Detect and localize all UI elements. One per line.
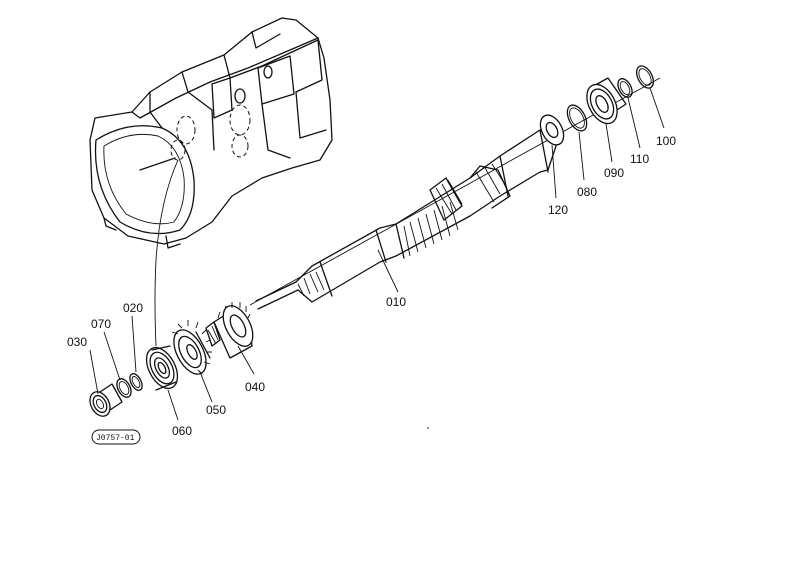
drawing-code-text: J0757-01 (96, 434, 135, 443)
label-060: 060 (172, 424, 192, 438)
transmission-housing (89, 17, 333, 249)
label-030: 030 (67, 335, 87, 349)
snap-ring-070 (116, 378, 132, 398)
oil-seal-030 (89, 383, 123, 417)
label-110: 110 (630, 152, 649, 166)
snap-ring-080 (566, 104, 588, 132)
label-080: 080 (577, 185, 597, 199)
label-100: 100 (656, 134, 676, 148)
ring-020 (129, 373, 143, 391)
label-020: 020 (123, 301, 143, 315)
housing-leader-line (154, 159, 179, 347)
label-090: 090 (604, 166, 624, 180)
collar-120 (539, 114, 565, 146)
drawing-code-tag: J0757-01 (91, 429, 141, 445)
label-040: 040 (245, 380, 265, 394)
part-labels: 010 020 030 040 050 060 070 080 090 100 … (67, 134, 676, 438)
gear-050 (171, 320, 212, 375)
label-010: 010 (386, 295, 406, 309)
bearing-060 (145, 345, 179, 391)
ring-100 (635, 65, 655, 89)
gear-040 (205, 302, 254, 359)
bearing-090 (586, 77, 627, 125)
leader-lines (89, 87, 665, 421)
label-120: 120 (548, 203, 568, 217)
ring-110 (617, 78, 633, 98)
main-shaft (249, 77, 661, 310)
label-050: 050 (206, 403, 226, 417)
label-070: 070 (91, 317, 111, 331)
speck (427, 427, 429, 429)
